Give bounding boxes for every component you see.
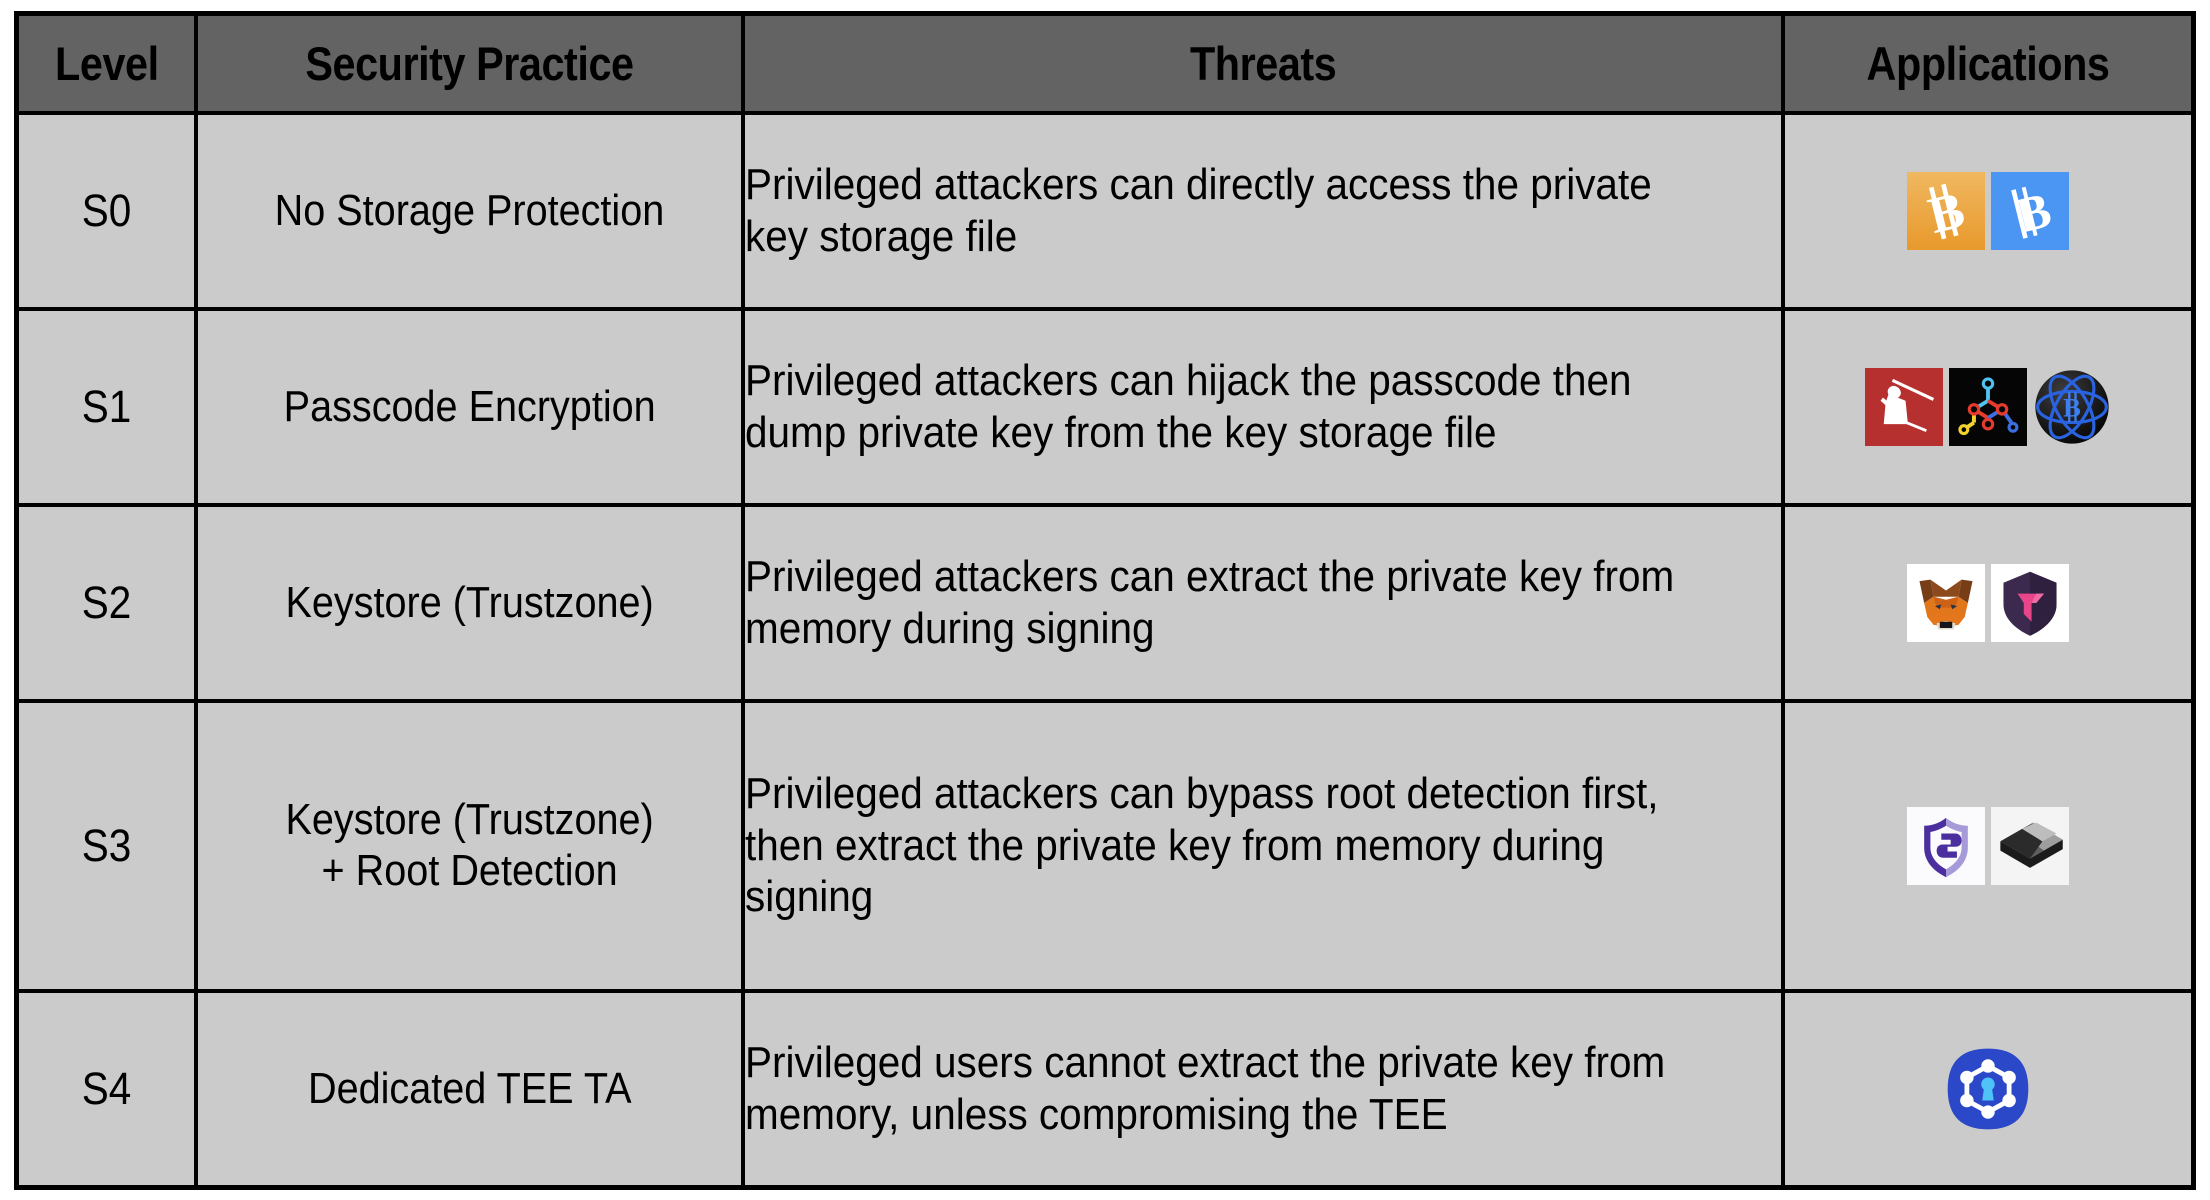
security-practice-label: Keystore (Trustzone) + Root Detection bbox=[285, 795, 654, 895]
security-practice-label: No Storage Protection bbox=[274, 185, 665, 235]
table-row: S1 Passcode Encryption Privileged attack… bbox=[14, 306, 2196, 507]
cell-security-practice: Passcode Encryption bbox=[193, 306, 746, 507]
cell-applications bbox=[1781, 698, 2196, 993]
cell-security-practice: Dedicated TEE TA bbox=[193, 988, 746, 1190]
threats-label: Privileged users cannot extract the priv… bbox=[745, 1038, 1666, 1139]
cell-security-practice: Keystore (Trustzone) + Root Detection bbox=[193, 698, 746, 993]
level-label: S1 bbox=[81, 380, 132, 432]
trust-shield-icon bbox=[1991, 563, 2069, 642]
molecule-network-wallet-icon bbox=[1949, 367, 2027, 446]
column-header-security-practice: Security Practice bbox=[193, 11, 746, 115]
cell-applications bbox=[1781, 502, 2196, 703]
column-header-applications-label: Applications bbox=[1866, 37, 2110, 90]
bitcoin-blue-wallet-icon: B bbox=[1991, 171, 2069, 250]
applications-icon-row bbox=[1785, 563, 2191, 642]
threats-label: Privileged attackers can bypass root det… bbox=[745, 769, 1659, 922]
applications-icon-row bbox=[1785, 1041, 2191, 1137]
bitpie-shield-icon bbox=[1907, 806, 1985, 885]
table-header: Level Security Practice Threats Applicat… bbox=[14, 11, 2196, 115]
cell-level: S0 bbox=[14, 111, 198, 311]
cell-level: S3 bbox=[14, 698, 198, 993]
ledger-isometric-icon bbox=[1991, 806, 2069, 885]
column-header-applications: Applications bbox=[1781, 11, 2196, 115]
table-body: S0 No Storage Protection Privileged atta… bbox=[14, 111, 2196, 1190]
cell-level: S4 bbox=[14, 988, 198, 1190]
table-header-row: Level Security Practice Threats Applicat… bbox=[14, 11, 2196, 115]
bitcoin-orange-wallet-icon: B bbox=[1907, 171, 1985, 250]
table-row: S4 Dedicated TEE TA Privileged users can… bbox=[14, 988, 2196, 1190]
samsung-blockchain-keystore-icon bbox=[1940, 1041, 2036, 1137]
cell-threats: Privileged attackers can directly access… bbox=[741, 111, 1785, 311]
security-levels-table-container: Level Security Practice Threats Applicat… bbox=[14, 11, 2196, 1190]
level-label: S0 bbox=[81, 184, 132, 236]
column-header-threats: Threats bbox=[741, 11, 1785, 115]
security-practice-label: Keystore (Trustzone) bbox=[285, 577, 654, 627]
cell-level: S2 bbox=[14, 502, 198, 703]
cell-threats: Privileged attackers can extract the pri… bbox=[741, 502, 1785, 703]
svg-text:B: B bbox=[2063, 392, 2081, 422]
atom-bitcoin-wallet-icon: B bbox=[2033, 368, 2111, 446]
cell-applications: B bbox=[1781, 306, 2196, 507]
cell-security-practice: Keystore (Trustzone) bbox=[193, 502, 746, 703]
metamask-fox-icon bbox=[1907, 563, 1985, 642]
level-label: S2 bbox=[81, 576, 132, 628]
cell-level: S1 bbox=[14, 306, 198, 507]
level-label: S4 bbox=[81, 1062, 132, 1114]
threats-label: Privileged attackers can extract the pri… bbox=[745, 552, 1675, 653]
cell-applications bbox=[1781, 988, 2196, 1190]
column-header-security-practice-label: Security Practice bbox=[305, 37, 634, 90]
applications-icon-row: B B bbox=[1785, 171, 2191, 250]
security-levels-table: Level Security Practice Threats Applicat… bbox=[14, 11, 2196, 1190]
security-practice-label: Passcode Encryption bbox=[283, 381, 656, 431]
column-header-threats-label: Threats bbox=[1189, 37, 1337, 90]
cell-threats: Privileged attackers can bypass root det… bbox=[741, 698, 1785, 993]
threats-label: Privileged attackers can directly access… bbox=[745, 160, 1652, 261]
table-row: S3 Keystore (Trustzone) + Root Detection… bbox=[14, 698, 2196, 993]
level-label: S3 bbox=[81, 819, 132, 871]
column-header-level: Level bbox=[14, 11, 198, 115]
samourai-wallet-icon bbox=[1865, 367, 1943, 446]
applications-icon-row bbox=[1785, 806, 2191, 885]
threats-label: Privileged attackers can hijack the pass… bbox=[745, 356, 1632, 457]
table-row: S0 No Storage Protection Privileged atta… bbox=[14, 111, 2196, 311]
column-header-level-label: Level bbox=[54, 37, 159, 90]
cell-threats: Privileged attackers can hijack the pass… bbox=[741, 306, 1785, 507]
table-row: S2 Keystore (Trustzone) Privileged attac… bbox=[14, 502, 2196, 703]
security-practice-label: Dedicated TEE TA bbox=[307, 1063, 632, 1113]
cell-threats: Privileged users cannot extract the priv… bbox=[741, 988, 1785, 1190]
cell-security-practice: No Storage Protection bbox=[193, 111, 746, 311]
cell-applications: B B bbox=[1781, 111, 2196, 311]
applications-icon-row: B bbox=[1785, 367, 2191, 446]
